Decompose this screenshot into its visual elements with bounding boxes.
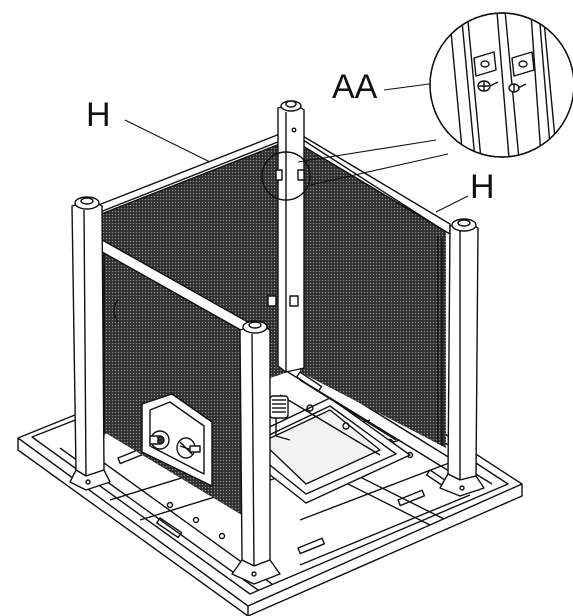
callout-label-h-left: H (86, 96, 111, 134)
gas-knob (176, 437, 201, 459)
corner-post-front (231, 320, 281, 585)
panel-screw-in-detail (477, 80, 499, 92)
detail-magnifier (429, 12, 573, 158)
panel-screw-in-detail-2 (508, 83, 527, 93)
ignition-control-box (141, 393, 213, 487)
leader-lines (124, 77, 475, 213)
mesh-screen-panel-back-right (295, 131, 451, 448)
detail-connector-lower (305, 153, 449, 187)
leader-line-h-right (435, 195, 469, 213)
detail-connector-upper (297, 139, 437, 163)
callout-label-aa: AA (332, 68, 378, 106)
callout-label-h-right: H (470, 168, 495, 206)
leader-line-h-left (124, 119, 211, 163)
burner-pan (231, 379, 411, 504)
corner-post-right (439, 218, 485, 497)
corner-post-left (69, 196, 111, 491)
corner-post-back (261, 100, 311, 373)
gas-regulator (269, 395, 291, 441)
